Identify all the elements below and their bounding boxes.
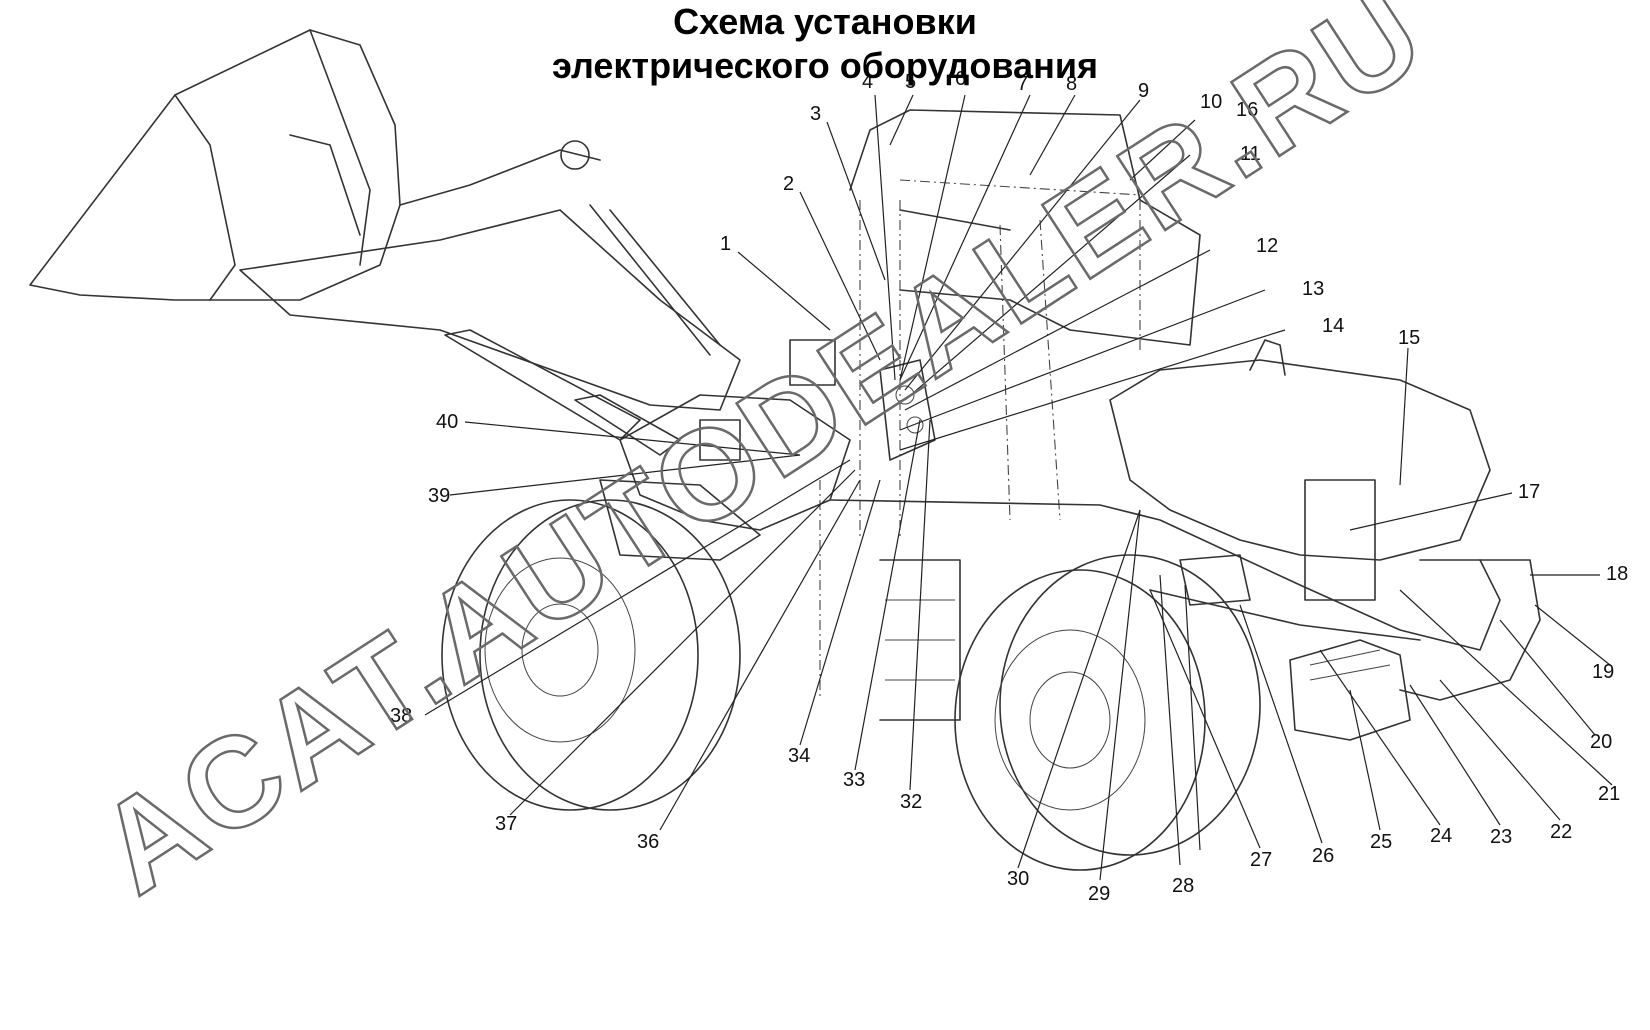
step-ladder [879,559,961,721]
lift-cylinder [589,204,711,356]
callout-25: 25 [1370,831,1392,853]
callout-38: 38 [390,705,412,727]
callout-11: 11 [1240,143,1261,165]
callout-39: 39 [428,485,450,507]
callout-3: 3 [810,103,821,125]
diagram-caption: Схема установки электрического оборудова… [0,0,1650,88]
callout-10: 10 [1200,91,1222,113]
callout-26: 26 [1312,845,1334,867]
leader-lines [424,94,1613,881]
callout-2: 2 [783,173,794,195]
callout-28: 28 [1172,875,1194,897]
callout-36: 36 [637,831,659,853]
callout-12: 12 [1256,235,1278,257]
callout-27: 27 [1250,849,1272,871]
callout-4: 4 [862,71,873,93]
callout-7: 7 [1017,73,1028,95]
callout-17: 17 [1518,481,1540,503]
callout-numbers: 1 2 3 4 5 6 7 8 9 10 11 12 13 14 15 16 1… [390,68,1628,905]
callout-20: 20 [1590,731,1612,753]
callout-33: 33 [843,769,865,791]
callout-18: 18 [1606,563,1628,585]
callout-24: 24 [1430,825,1452,847]
caption-line-2: электрического оборудования [552,45,1098,86]
cab [849,109,1201,346]
rear-wheel [954,554,1261,871]
callout-5: 5 [905,71,916,93]
callout-30: 30 [1007,868,1029,890]
counterweight [1399,559,1541,701]
callout-14: 14 [1322,315,1344,337]
callout-1: 1 [720,233,731,255]
engine-hood [1109,359,1491,561]
callout-37: 37 [495,813,517,835]
callout-15: 15 [1398,327,1420,349]
chassis [829,499,1501,651]
callout-13: 13 [1302,278,1324,300]
callout-29: 29 [1088,883,1110,905]
battery-box [1289,639,1411,741]
callout-40: 40 [436,411,458,433]
callout-32: 32 [900,791,922,813]
callout-19: 19 [1592,661,1614,683]
watermark: ACAT.AUTODEALER.RU [74,0,1449,921]
callout-16: 16 [1236,99,1258,121]
callout-22: 22 [1550,821,1572,843]
caption-line-1: Схема установки [673,1,977,42]
callout-21: 21 [1598,783,1620,805]
callout-8: 8 [1066,73,1077,95]
control-console [879,359,936,461]
front-wheel [441,499,741,811]
boom-arm [239,209,741,411]
callout-23: 23 [1490,826,1512,848]
callout-6: 6 [955,68,966,90]
callout-9: 9 [1138,80,1149,102]
callout-34: 34 [788,745,810,767]
